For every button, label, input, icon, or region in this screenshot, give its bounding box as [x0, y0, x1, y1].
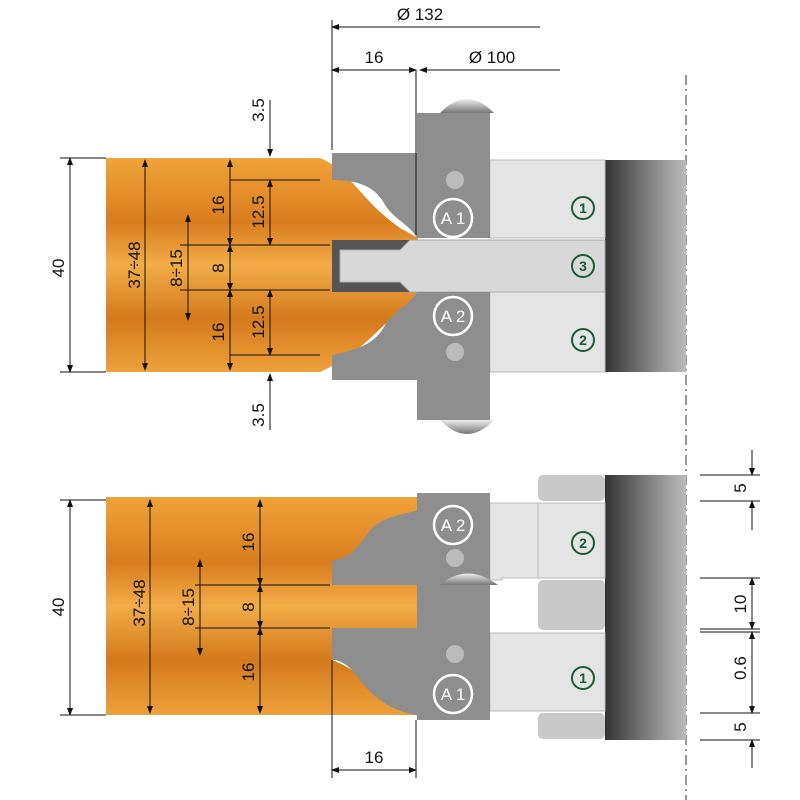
- dim-groove-bottom: 8÷15: [179, 588, 198, 626]
- bottom-body-1: [489, 632, 606, 712]
- dim-8: 8: [209, 263, 228, 272]
- top-workpiece: [106, 158, 418, 372]
- label-a1: A 1: [441, 209, 466, 228]
- dim-right-10: 10: [731, 595, 750, 614]
- part-3-badge: 3: [579, 258, 587, 274]
- bottom-assembly: A 2 A 1 2 1 40 37÷48 16 8 16 8÷15 16 5 1…: [49, 450, 760, 778]
- dim-groove-8-15: 8÷15: [167, 249, 186, 287]
- dim-range-37-48: 37÷48: [125, 241, 144, 288]
- middle-screw-icon: [440, 573, 498, 585]
- dim-dia-132: Ø 132: [397, 5, 443, 24]
- dim-height-40: 40: [49, 259, 68, 278]
- part-1-badge-bottom: 1: [579, 670, 587, 686]
- dim-width-16-bottom: 16: [365, 748, 384, 767]
- top-groove-cutter: [339, 239, 606, 293]
- spacer-10: [538, 580, 605, 630]
- top-drum: [605, 160, 686, 372]
- bottom-cutter-a2: [332, 493, 490, 630]
- dim-8-bottom: 8: [239, 602, 258, 611]
- dim-3-5-bottom: 3.5: [249, 403, 268, 427]
- dim-dia-100: Ø 100: [469, 48, 515, 67]
- top-cutter-a1: [332, 113, 490, 238]
- part-2-badge: 2: [579, 332, 587, 348]
- dim-16-upper: 16: [209, 196, 228, 215]
- top-cutter-a2: [332, 292, 490, 420]
- top-assembly: A 1 A 2 1 3 2 Ø 132 16 Ø 100 40 37÷48 16…: [49, 5, 686, 434]
- dim-3-5-top: 3.5: [249, 98, 268, 122]
- dim-width-16: 16: [365, 48, 384, 67]
- dim-right-5-top: 5: [731, 483, 750, 492]
- dim-right-0-6: 0.6: [731, 656, 750, 680]
- bottom-screw-icon: [440, 420, 494, 434]
- dim-height-40-bottom: 40: [49, 598, 68, 617]
- dim-12-5-lower: 12.5: [249, 305, 268, 338]
- spacer-5-top: [538, 475, 605, 501]
- label-a2: A 2: [441, 307, 466, 326]
- dim-16-upper-bottom: 16: [239, 533, 258, 552]
- bottom-workpiece: [106, 497, 420, 715]
- top-body-2: [489, 291, 606, 373]
- dim-right-5-bottom: 5: [731, 722, 750, 731]
- dim-16-lower-bottom: 16: [239, 663, 258, 682]
- dim-12-5-upper: 12.5: [249, 195, 268, 228]
- spacer-5-bottom: [538, 713, 605, 739]
- dim-16-lower: 16: [209, 323, 228, 342]
- part-2-badge-bottom: 2: [579, 535, 587, 551]
- bottom-drum: [605, 475, 686, 740]
- part-1-badge: 1: [579, 200, 587, 216]
- top-screw-icon: [440, 99, 494, 113]
- label-a2-bottom: A 2: [441, 516, 466, 535]
- dim-range-bottom: 37÷48: [130, 579, 149, 626]
- label-a1-bottom: A 1: [441, 685, 466, 704]
- top-body-1: [489, 159, 606, 239]
